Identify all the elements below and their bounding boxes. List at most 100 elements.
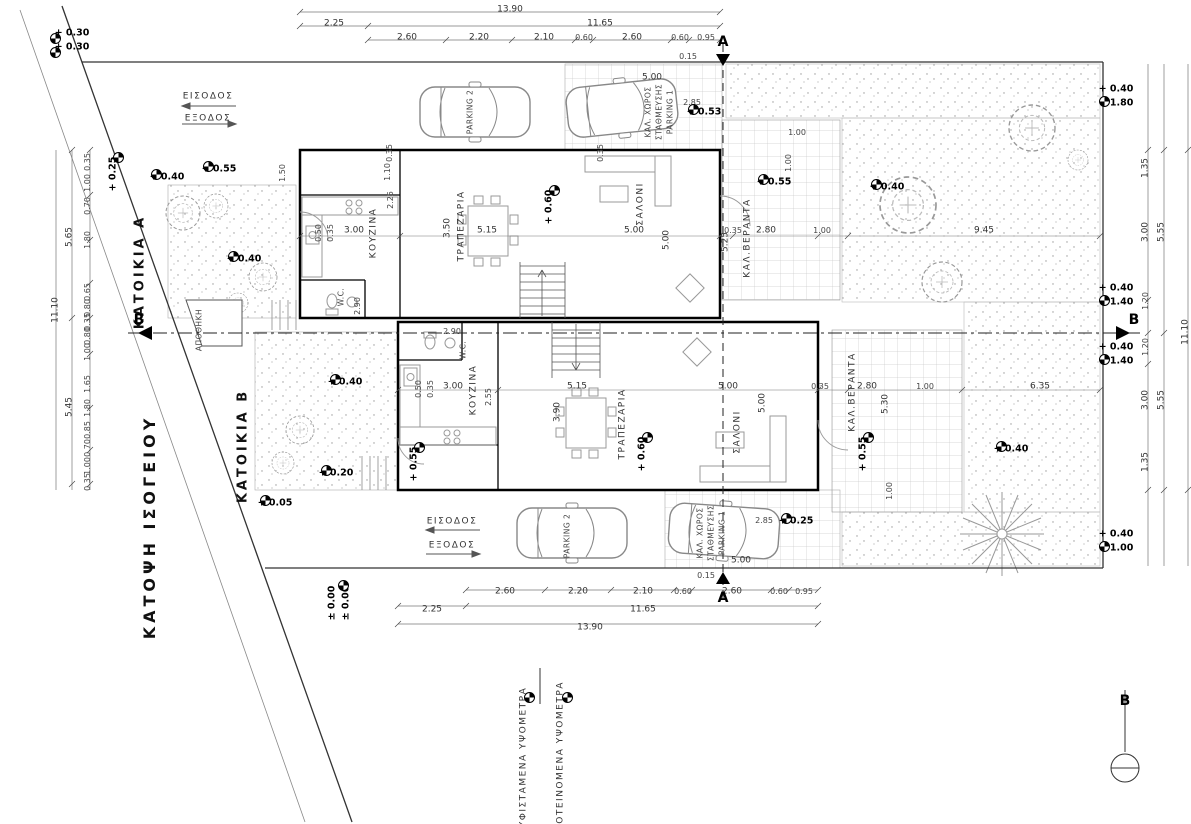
dim-label: 2.20 <box>468 32 490 43</box>
dim-label: 0.35 <box>811 382 829 391</box>
dim-label: 0.50 <box>414 380 423 398</box>
dim-label: 6.35 <box>1029 381 1051 392</box>
elevation-label: + 0.20 <box>318 467 354 479</box>
dim-label: 2.25 <box>386 191 395 209</box>
dim-label: 3.00 <box>1140 389 1151 411</box>
dim-label: 0.85 <box>83 421 92 439</box>
dim-label: 2.90 <box>353 297 362 315</box>
room-label-kitchen-a: ΚΟΥΖΙΝΑ <box>368 207 379 259</box>
dim-label: 0.70 <box>83 439 92 457</box>
entrance-exit-arrows <box>180 102 482 558</box>
elevation-label: + 0.55 <box>756 176 792 188</box>
dim-label: 0.60 <box>575 33 593 42</box>
section-label-a-top: A <box>717 34 729 50</box>
room-label-carport-a2: ΣΤΑΘΜΕΥΣΗΣ <box>654 83 664 141</box>
dim-label: 11.10 <box>50 297 61 323</box>
room-label-parking2-b: PARKING 2 <box>562 513 572 559</box>
room-label-parking1-a: PARKING 1 <box>665 89 675 135</box>
dim-label: 1.00 <box>83 174 92 192</box>
dim-label: 1.80 <box>83 399 92 417</box>
dim-label: 0.35 <box>83 473 92 491</box>
elevation-label: + 0.40 <box>1098 282 1134 294</box>
dim-label: 2.25 <box>421 604 443 615</box>
room-label-carport-b: ΚΑΛ. ΧΩΡΟΣ <box>695 507 705 559</box>
dim-label: 3.00 <box>442 381 464 392</box>
dim-label: 11.10 <box>1180 319 1191 345</box>
dim-label: 0.15 <box>679 52 697 61</box>
dim-label: 2.25 <box>323 18 345 29</box>
dim-label: 2.80 <box>856 381 878 392</box>
elevation-label: + 0.25 <box>778 515 814 527</box>
dim-label: 11.65 <box>587 18 613 29</box>
building-unit-a <box>298 148 722 320</box>
room-label-storage: ΑΠΟΘΗΚΗ <box>194 308 204 352</box>
dim-label: 0.35 <box>83 153 92 171</box>
dim-label: 2.90 <box>443 327 461 336</box>
room-label-parking1-b: PARKING 1 <box>717 510 727 556</box>
dimension-lines <box>55 8 1191 628</box>
dim-label: 0.35 <box>724 226 742 235</box>
elevation-label: + 1.40 <box>1098 296 1134 308</box>
dim-label: 2.60 <box>621 32 643 43</box>
room-label-dining-a: ΤΡΑΠΕΖΑΡΙΑ <box>456 190 467 262</box>
landscape <box>167 63 1101 569</box>
dim-label: 5.30 <box>880 393 891 415</box>
dim-label: 2.85 <box>755 516 773 525</box>
dim-label: 2.55 <box>484 388 493 406</box>
dim-label: 3.90 <box>552 401 563 423</box>
dim-label: 0.95 <box>795 587 813 596</box>
dim-label: 13.90 <box>497 4 523 15</box>
room-label-wc-b: W.C. <box>458 340 468 360</box>
dim-label: 1.35 <box>1140 157 1151 179</box>
dim-label: 5.55 <box>1156 221 1167 243</box>
legend-symbols <box>539 668 1140 783</box>
dim-label: 5.00 <box>717 381 739 392</box>
dim-label: 5.45 <box>64 396 75 418</box>
dim-label: 1.20 <box>1141 292 1150 310</box>
section-label-b-datum: B <box>1119 693 1131 709</box>
elevation-label: + 0.40 <box>1098 83 1134 95</box>
dim-label: 1.00 <box>784 154 793 172</box>
room-label-wc-a: W.C. <box>336 287 346 307</box>
dim-label: 3.00 <box>1140 221 1151 243</box>
dim-label: 0.50 <box>314 224 323 242</box>
dim-label: 13.90 <box>577 622 603 633</box>
section-label-a-bottom: A <box>717 590 729 606</box>
dim-label: 1.35 <box>1140 451 1151 473</box>
exit-label-b: ΕΞΟΔΟΣ <box>428 540 476 551</box>
dim-label: 0.95 <box>697 33 715 42</box>
dim-label: 2.60 <box>396 32 418 43</box>
elevation-label: + 0.40 <box>1098 341 1134 353</box>
room-label-livingroom-b: ΣΑΛΟΝΙ <box>732 410 743 454</box>
dim-label: 2.60 <box>494 586 516 597</box>
dim-label: 5.65 <box>64 226 75 248</box>
dim-label: 0.60 <box>770 587 788 596</box>
dim-label: 5.00 <box>623 225 645 236</box>
dim-label: 0.60 <box>674 587 692 596</box>
section-label-b-left: B <box>133 312 145 328</box>
dim-label: 2.10 <box>632 586 654 597</box>
section-lines <box>128 44 1140 598</box>
room-label-veranda-a: ΚΑΛ.ΒΕΡΑΝΤΑ <box>742 198 753 278</box>
dim-label: 0.35 <box>596 144 605 162</box>
dim-label: 1.65 <box>83 375 92 393</box>
section-label-b-right: B <box>1128 312 1140 328</box>
room-label-dining-b: ΤΡΑΠΕΖΑΡΙΑ <box>617 388 628 460</box>
dim-label: 1.80 <box>83 231 92 249</box>
room-label-carport-b2: ΣΤΑΘΜΕΥΣΗΣ <box>706 504 716 562</box>
dim-label: 0.70 <box>83 197 92 215</box>
dim-label: 5.25 <box>720 231 731 253</box>
dim-label: 2.10 <box>533 32 555 43</box>
elevation-label: + 0.05 <box>257 497 293 509</box>
dim-label: 1.00 <box>83 343 92 361</box>
dim-label: 0.35 <box>426 380 435 398</box>
legend-existing-elevations: ΥΦΙΣΤΑΜΕΝΑ ΥΨΟΜΕΤΡΑ <box>518 686 529 824</box>
plant-icon <box>960 492 1044 576</box>
dim-label: 1.00 <box>885 482 894 500</box>
dim-label: 2.80 <box>755 225 777 236</box>
dim-label: 5.15 <box>476 225 498 236</box>
dim-label: 5.15 <box>566 381 588 392</box>
dim-label: 0.35 <box>326 224 335 242</box>
dim-label: 9.45 <box>973 225 995 236</box>
